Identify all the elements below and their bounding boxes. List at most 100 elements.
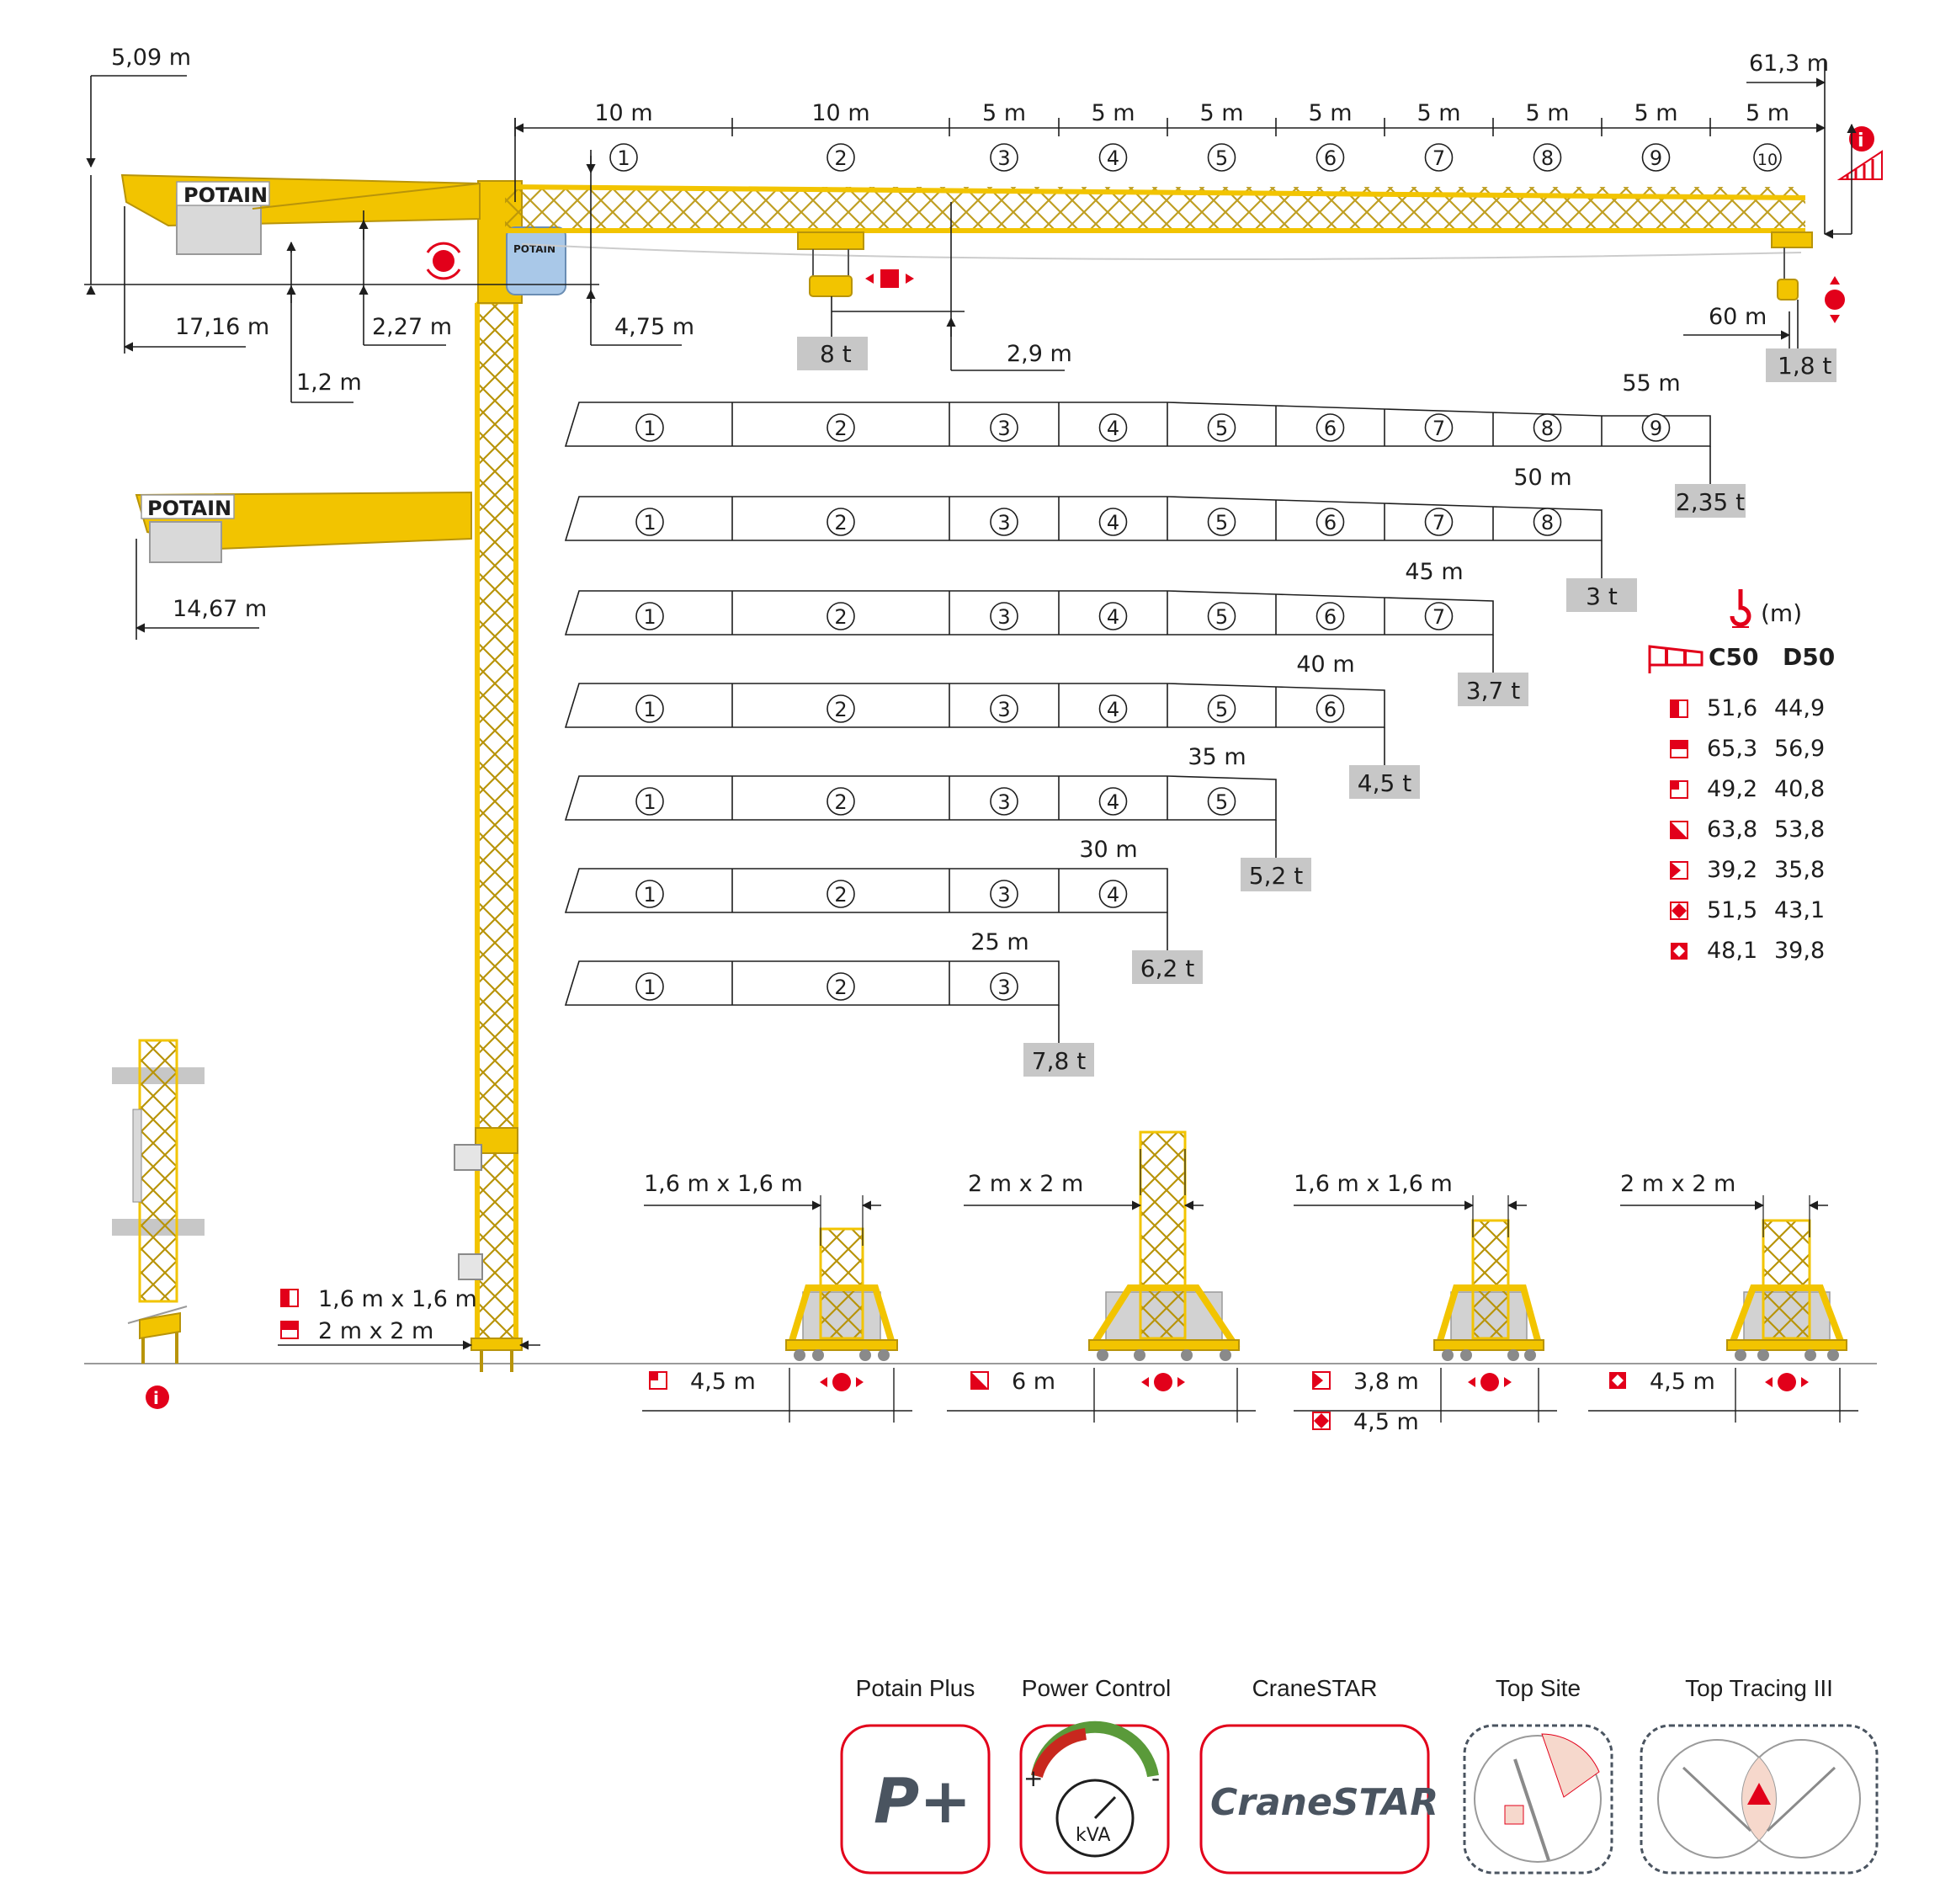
hoist-icon [1825,276,1845,323]
config-section-marker [1424,602,1454,630]
feature-top-site[interactable] [1463,1724,1613,1875]
config-section-number: 4 [1107,883,1119,907]
jib-section-number: 1 [617,146,630,170]
config-section-number: 5 [1215,605,1228,629]
config-load-box [1241,858,1311,891]
feature-cranestar[interactable]: CraneSTAR [1199,1724,1438,1875]
config-load: 3,7 t [1466,677,1520,705]
config-section-number: 6 [1324,698,1337,721]
config-section-number: 3 [997,417,1010,440]
base-mast-size: 1,6 m x 1,6 m [1294,1171,1453,1197]
base-type-icon [1670,699,1688,718]
max-load-box: 8 t [797,337,868,370]
jib-section-length: 5 m [1634,100,1677,126]
config-section-marker [1207,787,1236,816]
svg-text:1,6 m x 1,6 m: 1,6 m x 1,6 m [318,1286,477,1312]
counter-jib-short: POTAIN [135,491,472,563]
jib-section-length: 5 m [982,100,1026,126]
kva-label: kVA [1076,1825,1110,1846]
minus-sign: - [1151,1764,1160,1792]
config-section-marker [1098,880,1128,908]
hook-height-icon [1730,589,1751,628]
slewing-head: POTAIN [477,180,566,304]
jib-section-length: 10 m [811,100,869,126]
feature-potain-plus[interactable]: P+ [840,1724,991,1875]
config-section-marker [1207,413,1236,442]
height-row: 63,8 53,8 [1670,816,1825,843]
config-section-marker [827,972,855,1001]
climbing-mast-view [112,1039,205,1364]
jib [504,184,1806,260]
info-icon-top: i [1849,126,1874,152]
base-option: 1,6 m x 1,6 m3,8 m4,5 m [1294,1171,1557,1435]
config-section-marker [1098,694,1128,723]
base-type-icon [1312,1371,1331,1390]
jib-section-number: 2 [834,146,847,170]
height-value-c50: 63,8 [1707,816,1757,843]
label-potain-plus: Potain Plus [855,1675,975,1701]
config-section-marker [990,880,1018,908]
centering-icon [1141,1373,1185,1391]
config-section-marker [827,508,855,536]
config-section-number: 1 [643,790,656,814]
tower-mast [454,301,523,1372]
base-mast-size: 2 m x 2 m [1620,1171,1735,1197]
trolley-main [797,231,864,297]
config-section-marker [990,413,1018,442]
base-option: 1,6 m x 1,6 m4,5 m [642,1171,912,1423]
feature-power-control[interactable]: kVA + - [1019,1721,1170,1875]
config-section-marker [1316,602,1345,630]
mast-type-icon-1 [280,1289,299,1307]
height-value-d50: 35,8 [1774,857,1825,883]
config-section-marker [827,602,855,630]
config-section-number: 3 [997,883,1010,907]
height-value-d50: 56,9 [1774,736,1825,762]
wind-ramp-icon [1836,150,1883,180]
config-section-marker [990,602,1018,630]
config-section-marker [635,972,664,1001]
config-load-box [1675,484,1746,518]
base-options: 1,6 m x 1,6 m4,5 m2 m x 2 m6 m1,6 m x 1,… [642,1130,1858,1435]
config-section-number: 1 [643,698,656,721]
config-section-marker [1098,602,1128,630]
config-section-marker [990,508,1018,536]
potain-plus-logo: P+ [874,1765,971,1838]
config-section-marker [1316,413,1345,442]
config-section-marker [1533,508,1562,536]
config-section-number: 2 [834,883,847,907]
height-value-d50: 53,8 [1774,816,1825,843]
config-section-number: 1 [643,976,656,999]
base-type-icon [1312,1412,1331,1430]
jib-section-marker [609,143,638,172]
config-load: 6,2 t [1140,955,1194,982]
col-header-c50: C50 [1709,643,1759,671]
config-load-box [1349,765,1420,799]
dim-2-9: 2,9 m [1007,341,1072,367]
feature-top-tracing[interactable] [1640,1724,1879,1875]
label-cranestar: CraneSTAR [1252,1675,1378,1701]
config-section-number: 2 [834,605,847,629]
config-section-marker [635,880,664,908]
config-load-box [1132,950,1203,984]
dim-4-75: 4,75 m [614,314,694,340]
config-section-marker [635,694,664,723]
config-section-marker [1098,787,1128,816]
height-value-d50: 44,9 [1774,695,1825,721]
config-section-number: 9 [1650,417,1662,440]
jib-section-marker [1533,143,1562,172]
config-section-marker [827,880,855,908]
config-section-marker [990,972,1018,1001]
config-reach: 40 m [1296,652,1354,678]
centering-icon [820,1373,864,1391]
base-type-icon [1670,740,1688,758]
config-section-marker [1316,508,1345,536]
base-type-icon [1670,821,1688,839]
